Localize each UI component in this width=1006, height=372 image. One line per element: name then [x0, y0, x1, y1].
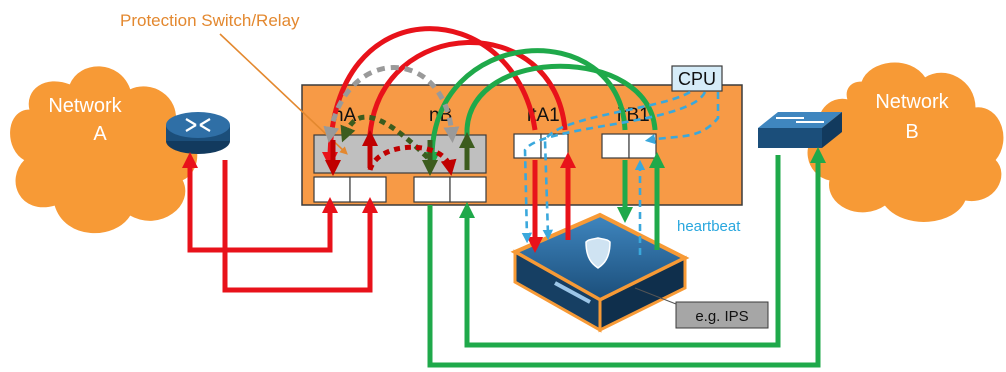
green-arc-nB-to-itB	[464, 63, 658, 165]
red-path-outer-loop	[222, 160, 379, 293]
green-traffic-paths	[423, 48, 827, 368]
port-itb1-2	[628, 133, 657, 159]
network-b-cloud: Network B	[807, 62, 1004, 222]
dark-red-dashed-arc	[367, 144, 457, 176]
port-ita1-1	[513, 133, 542, 159]
port-na-2	[349, 176, 387, 203]
port-na-1	[313, 176, 351, 203]
red-arc-itA-to-nA	[322, 26, 538, 168]
dashed-dark-red	[324, 129, 457, 177]
router-icon	[166, 112, 230, 154]
port-nb-1	[413, 176, 451, 203]
heartbeat-paths	[521, 90, 720, 255]
network-b-label-line2: B	[905, 121, 918, 143]
port-label-na: nA	[333, 105, 357, 126]
cpu-label: CPU	[678, 69, 716, 89]
red-traffic-paths	[181, 26, 577, 293]
ips-label: e.g. IPS	[695, 308, 748, 325]
red-arc-nA-to-itA	[367, 40, 568, 165]
relay-box	[313, 134, 487, 174]
grey-dashed-arc	[323, 65, 460, 143]
port-nb-2	[449, 176, 487, 203]
green-path-nb-to-switch	[427, 146, 827, 368]
heartbeat-cpu-to-itA-2	[521, 91, 707, 244]
dashed-dark-green	[340, 114, 476, 177]
green-path-switch-to-nb	[458, 155, 781, 348]
network-a-label-line2: A	[93, 123, 107, 145]
switch-icon	[758, 112, 842, 148]
network-b-label-line1: Network	[875, 91, 949, 113]
ips-appliance-icon	[510, 212, 690, 333]
dark-green-dashed-arc-left	[340, 114, 432, 162]
ips-label-pointer	[634, 287, 677, 305]
port-itb1-1	[601, 133, 630, 159]
heartbeat-label: heartbeat	[677, 218, 741, 235]
red-path-router-to-na	[181, 151, 339, 253]
network-a-label-line1: Network	[48, 95, 122, 117]
dashed-grey-bypass	[323, 65, 460, 143]
cpu-box: CPU	[671, 65, 723, 92]
green-arc-itB-to-nB	[423, 48, 628, 168]
ips-label-box: e.g. IPS	[675, 301, 769, 329]
heartbeat-cpu-to-itB	[644, 92, 720, 145]
network-a-cloud: Network A	[10, 66, 198, 234]
heartbeat-cpu-to-itA	[542, 90, 691, 241]
protection-switch-label: Protection Switch/Relay	[120, 11, 300, 30]
